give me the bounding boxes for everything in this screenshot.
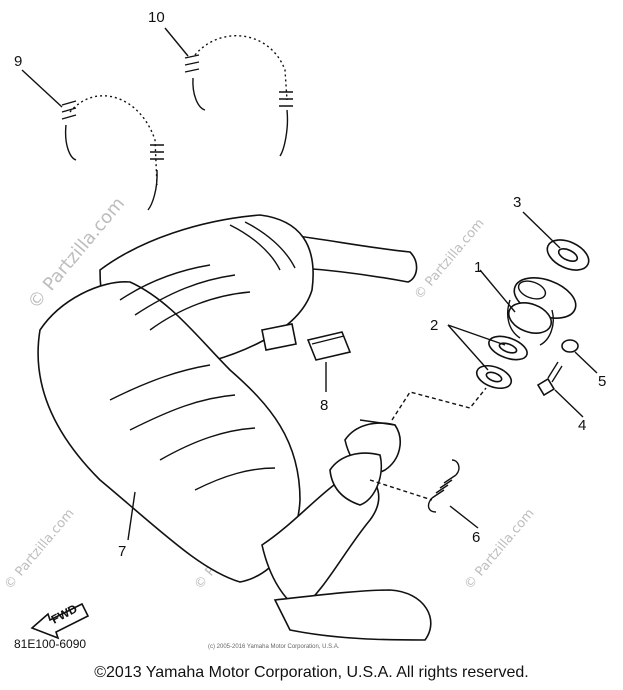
- leader-lines: [21, 27, 598, 541]
- watermark-left-low: © Partzilla.com: [2, 506, 78, 592]
- callout-3: 3: [513, 194, 521, 211]
- joint-pipe: [329, 419, 401, 506]
- fwd-arrow: FWD: [30, 601, 90, 640]
- washer-5: [561, 339, 579, 353]
- spring-hook-10: [184, 35, 293, 157]
- callouts: 1 2 3 4 5 6 7 8 9 10: [14, 9, 606, 560]
- copyright-notice: ©2013 Yamaha Motor Corporation, U.S.A. A…: [94, 664, 529, 681]
- callout-1: 1: [474, 259, 482, 276]
- callout-4: 4: [578, 417, 586, 434]
- callout-9: 9: [14, 53, 22, 70]
- bolt-4: [536, 361, 563, 397]
- callout-5: 5: [598, 373, 606, 390]
- spring-hook-9: [61, 95, 164, 211]
- callout-10: 10: [148, 9, 165, 26]
- gasket-3: [546, 239, 590, 271]
- callout-6: 6: [472, 529, 480, 546]
- watermark-right-low: © Partzilla.com: [462, 506, 538, 592]
- callout-7: 7: [118, 543, 126, 560]
- diagram-code: 81E100-6090: [14, 637, 86, 651]
- small-copyright: (c) 2005-2016 Yamaha Motor Corporation, …: [208, 644, 340, 650]
- callout-2: 2: [430, 317, 438, 334]
- joint-1: [507, 277, 577, 346]
- spring-6: [427, 459, 460, 513]
- gasket-2: [475, 335, 528, 390]
- pad-8: [306, 331, 352, 361]
- callout-8: 8: [320, 397, 328, 414]
- muffler-7: [37, 214, 432, 641]
